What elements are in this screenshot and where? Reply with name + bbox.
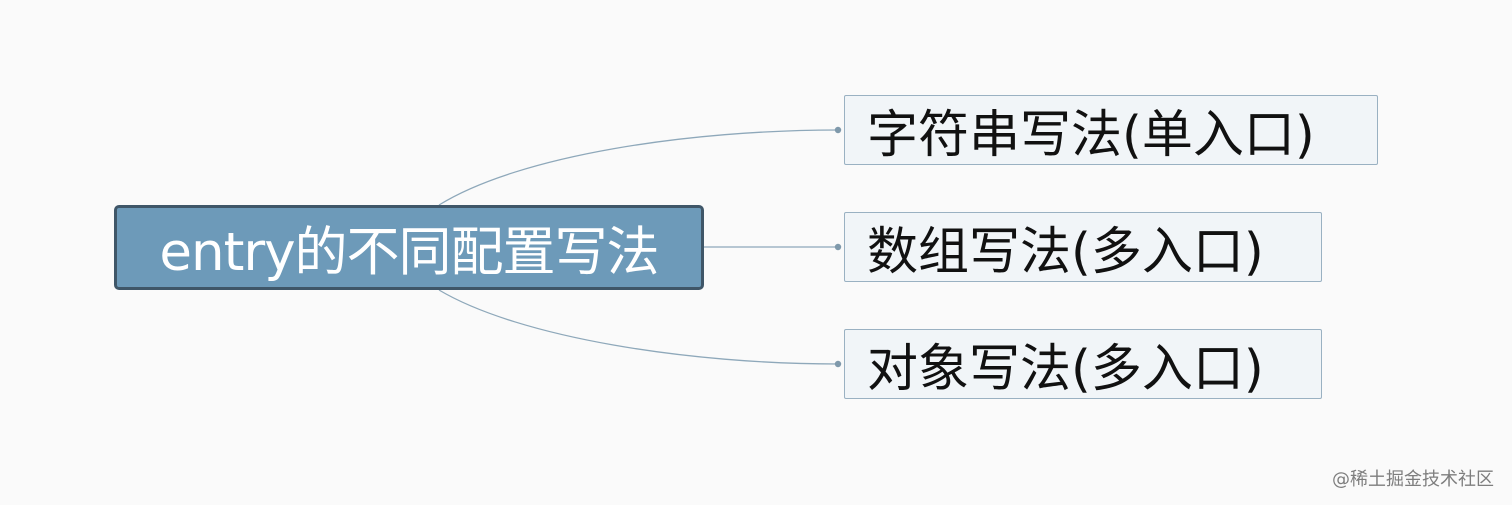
child-node-array-entry[interactable]: 数组写法(多入口) (844, 212, 1322, 282)
child-node-label: 对象写法(多入口) (867, 340, 1264, 399)
connector-root-to-object (438, 289, 839, 365)
connector-endpoint-array (834, 243, 842, 251)
watermark: @稀土掘金技术社区 (1332, 469, 1494, 490)
child-node-object-entry[interactable]: 对象写法(多入口) (844, 329, 1322, 399)
connector-endpoint-object (834, 360, 842, 368)
root-node[interactable]: entry的不同配置写法 (114, 205, 704, 290)
connector-endpoint-string (834, 126, 842, 134)
child-node-label: 数组写法(多入口) (867, 223, 1264, 282)
root-node-label: entry的不同配置写法 (159, 221, 659, 283)
child-node-label: 字符串写法(单入口) (867, 106, 1315, 165)
connector-root-to-string (438, 129, 839, 206)
child-node-string-entry[interactable]: 字符串写法(单入口) (844, 95, 1378, 165)
